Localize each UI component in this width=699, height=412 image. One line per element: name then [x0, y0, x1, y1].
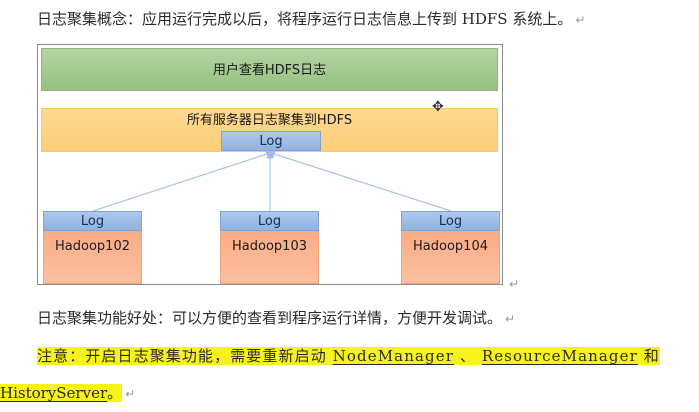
aggregate-label: 所有服务器日志聚集到HDFS — [186, 113, 353, 128]
paragraph-note-line2: HistoryServer。↵ — [0, 382, 135, 403]
node-name: Hadoop102 — [55, 239, 130, 254]
arrow-hadoop102 — [92, 150, 274, 212]
resourcemanager-term: ResourceManager — [481, 347, 638, 365]
paragraph-mark-icon: ↵ — [505, 312, 516, 326]
user-view-label: 用户查看HDFS日志 — [212, 63, 327, 78]
note-suffix: 。 — [107, 384, 123, 402]
paragraph-note-line1: 注意：开启日志聚集功能，需要重新启动 NodeManager 、 Resourc… — [37, 345, 660, 366]
node-name: Hadoop103 — [232, 239, 307, 254]
note-separator: 、 — [453, 347, 476, 365]
aggregated-log-box: Log — [221, 131, 321, 151]
node-hadoop104: Log Hadoop104 — [401, 211, 500, 284]
move-cursor-icon: ✥ — [432, 99, 444, 115]
note-conjunction: 和 — [637, 347, 660, 365]
node-hadoop103: Log Hadoop103 — [220, 211, 319, 284]
aggregated-log-label: Log — [259, 134, 283, 149]
node-log-box: Log — [43, 211, 142, 231]
node-body: Hadoop103 — [220, 231, 319, 284]
nodemanager-term: NodeManager — [332, 347, 454, 365]
user-view-hdfs-logs-bar: 用户查看HDFS日志 — [41, 48, 498, 91]
node-body: Hadoop102 — [43, 231, 142, 284]
arrow-hadoop104 — [267, 150, 452, 212]
node-log-label: Log — [80, 214, 105, 229]
node-log-box: Log — [401, 211, 500, 231]
node-log-box: Log — [220, 211, 319, 231]
historyserver-term: HistoryServer — [0, 384, 108, 402]
paragraph-aggregation-benefit: 日志聚集功能好处：可以方便的查看到程序运行详情，方便开发调试。↵ — [37, 307, 515, 328]
log-aggregation-diagram[interactable]: 用户查看HDFS日志 所有服务器日志聚集到HDFS Log Log Hadoop… — [37, 44, 503, 285]
paragraph-mark-icon: ↵ — [575, 13, 586, 27]
paragraph-text: 日志聚集功能好处：可以方便的查看到程序运行详情，方便开发调试。 — [37, 309, 503, 327]
paragraph-mark-icon: ↵ — [125, 387, 136, 401]
node-log-label: Log — [257, 214, 282, 229]
paragraph-aggregation-concept: 日志聚集概念：应用运行完成以后，将程序运行日志信息上传到 HDFS 系统上。↵ — [37, 8, 585, 29]
paragraph-text: 日志聚集概念：应用运行完成以后，将程序运行日志信息上传到 HDFS 系统上。 — [37, 10, 573, 28]
node-log-label: Log — [438, 214, 463, 229]
arrow-connectors — [92, 150, 452, 212]
paragraph-mark-icon: ↵ — [509, 277, 520, 291]
node-body: Hadoop104 — [401, 231, 500, 284]
note-prefix: 注意：开启日志聚集功能，需要重新启动 — [37, 347, 333, 365]
node-hadoop102: Log Hadoop102 — [43, 211, 142, 284]
node-name: Hadoop104 — [413, 239, 488, 254]
